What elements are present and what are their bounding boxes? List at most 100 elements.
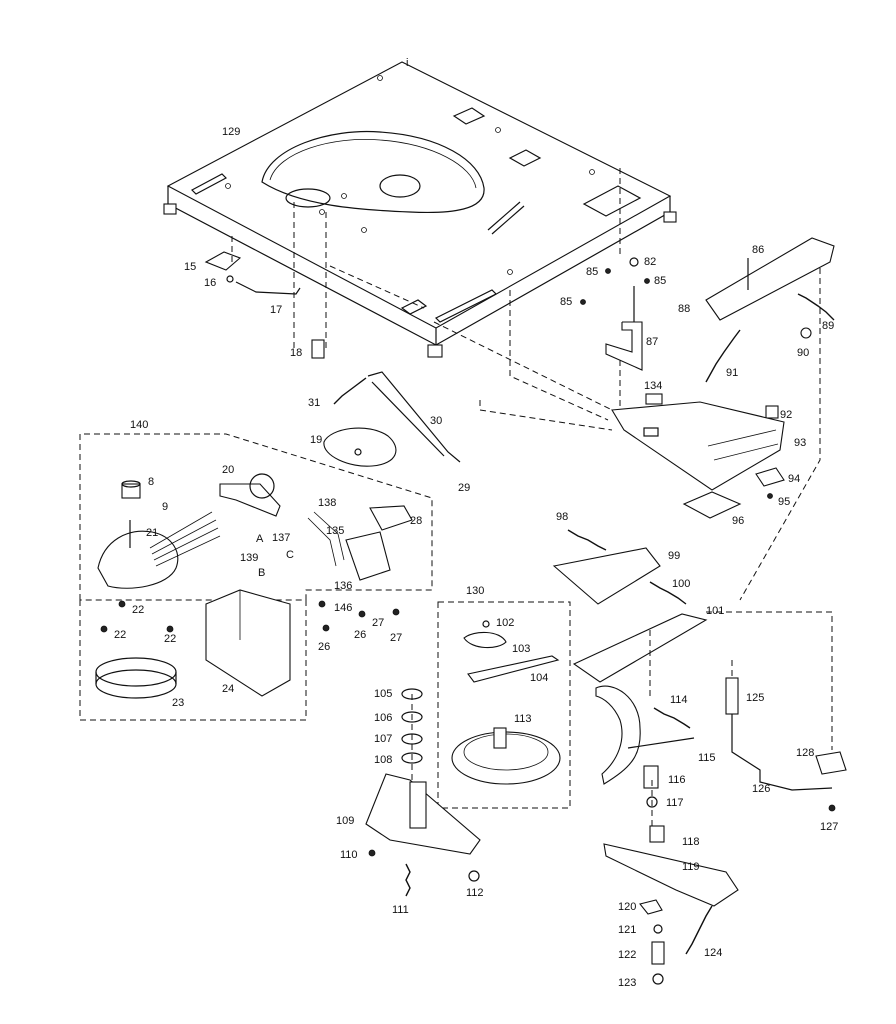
part-label: 31 [308,397,320,409]
bracket-109 [365,773,481,897]
linkage-126 [725,677,847,812]
part-label: 89 [822,320,834,332]
base-feet [163,203,677,358]
part-label: 101 [706,605,724,617]
part-label: 126 [752,783,770,795]
rod-30 [333,371,461,463]
leader-lines [231,168,833,830]
part-label: 134 [644,380,662,392]
part-label: 28 [410,515,422,527]
part-label: 129 [222,126,240,138]
part-label: 27 [372,617,384,629]
part-label: 30 [430,415,442,427]
motor-assembly-140 [79,433,433,721]
part-label: 21 [146,527,158,539]
part-label: 20 [222,464,234,476]
part-label: 111 [392,904,409,916]
part-label: 102 [496,617,514,629]
part-label: 103 [512,643,530,655]
part-label: 112 [466,887,484,899]
slide-plate-93 [611,393,785,519]
part-label: 22 [164,633,176,645]
base-mark: i [406,57,408,69]
platter-assembly-130 [437,601,571,809]
part-label: 124 [704,947,722,959]
part-label: A [256,533,264,545]
part-label: 117 [666,797,684,809]
bracket-15-17 [204,251,301,295]
part-label: 82 [644,256,656,268]
part-label: C [286,549,294,561]
part-label: 16 [204,277,216,289]
part-label: 109 [336,815,354,827]
part-label: 90 [797,347,809,359]
part-label: 130 [466,585,484,597]
part-label: 88 [678,303,690,315]
part-label: 8 [148,476,154,488]
part-label: 146 [334,602,352,614]
part-label: 119 [682,861,700,873]
part-label: 105 [374,688,392,700]
part-label: 24 [222,683,234,695]
part-label: 22 [114,629,126,641]
slide-119 [603,825,739,985]
part-label: 96 [732,515,744,527]
part-label: 92 [780,409,792,421]
part-label: 137 [272,532,290,544]
part-label: 140 [130,419,148,431]
part-label: 116 [668,774,686,786]
part-label: 15 [184,261,196,273]
part-label: 93 [794,437,806,449]
part-label: 27 [390,632,402,644]
arm-115 [595,685,695,808]
part-label: 139 [240,552,258,564]
part-label: 22 [132,604,144,616]
part-label: 99 [668,550,680,562]
part-label: 127 [820,821,838,833]
plate-19 [323,427,397,467]
part-label: 120 [618,901,636,913]
part-label: 104 [530,672,548,684]
part-label: 122 [618,949,636,961]
part-label: 85 [560,296,572,308]
part-label: 95 [778,496,790,508]
part-label: 118 [682,836,700,848]
part-label: 135 [326,525,344,537]
part-label: 138 [318,497,336,509]
part-label: 115 [698,752,716,764]
part-label: 123 [618,977,636,989]
part-label: 121 [618,924,636,936]
part-label: 9 [162,501,168,513]
part-label: 113 [514,713,532,725]
part-label: 87 [646,336,658,348]
part-label: 94 [788,473,800,485]
part-label: 125 [746,692,764,704]
lever-99 [552,529,708,683]
part-label: 86 [752,244,764,256]
lever-87 [580,257,650,371]
part-label: B [258,567,265,579]
part-label: 98 [556,511,568,523]
part-label: 106 [374,712,392,724]
arm-assembly-88 [705,237,835,383]
part-label: 110 [340,849,358,861]
part-label: 26 [318,641,330,653]
part-label: 128 [796,747,814,759]
part-label: 100 [672,578,690,590]
base-plate [163,61,677,358]
part-label: 108 [374,754,392,766]
part-label: 26 [354,629,366,641]
part-label: 114 [670,694,688,706]
clip-18 [311,339,325,359]
part-label: 85 [654,275,666,287]
part-label: 18 [290,347,302,359]
part-label: 85 [586,266,598,278]
part-label: 23 [172,697,184,709]
part-label: 19 [310,434,322,446]
part-label: 107 [374,733,392,745]
part-labels: i 129 15 16 17 18 82 85 85 85 86 88 89 9… [114,57,838,989]
part-label: 91 [726,367,738,379]
part-label: 136 [334,580,352,592]
part-label: 17 [270,304,282,316]
part-label: 29 [458,482,470,494]
